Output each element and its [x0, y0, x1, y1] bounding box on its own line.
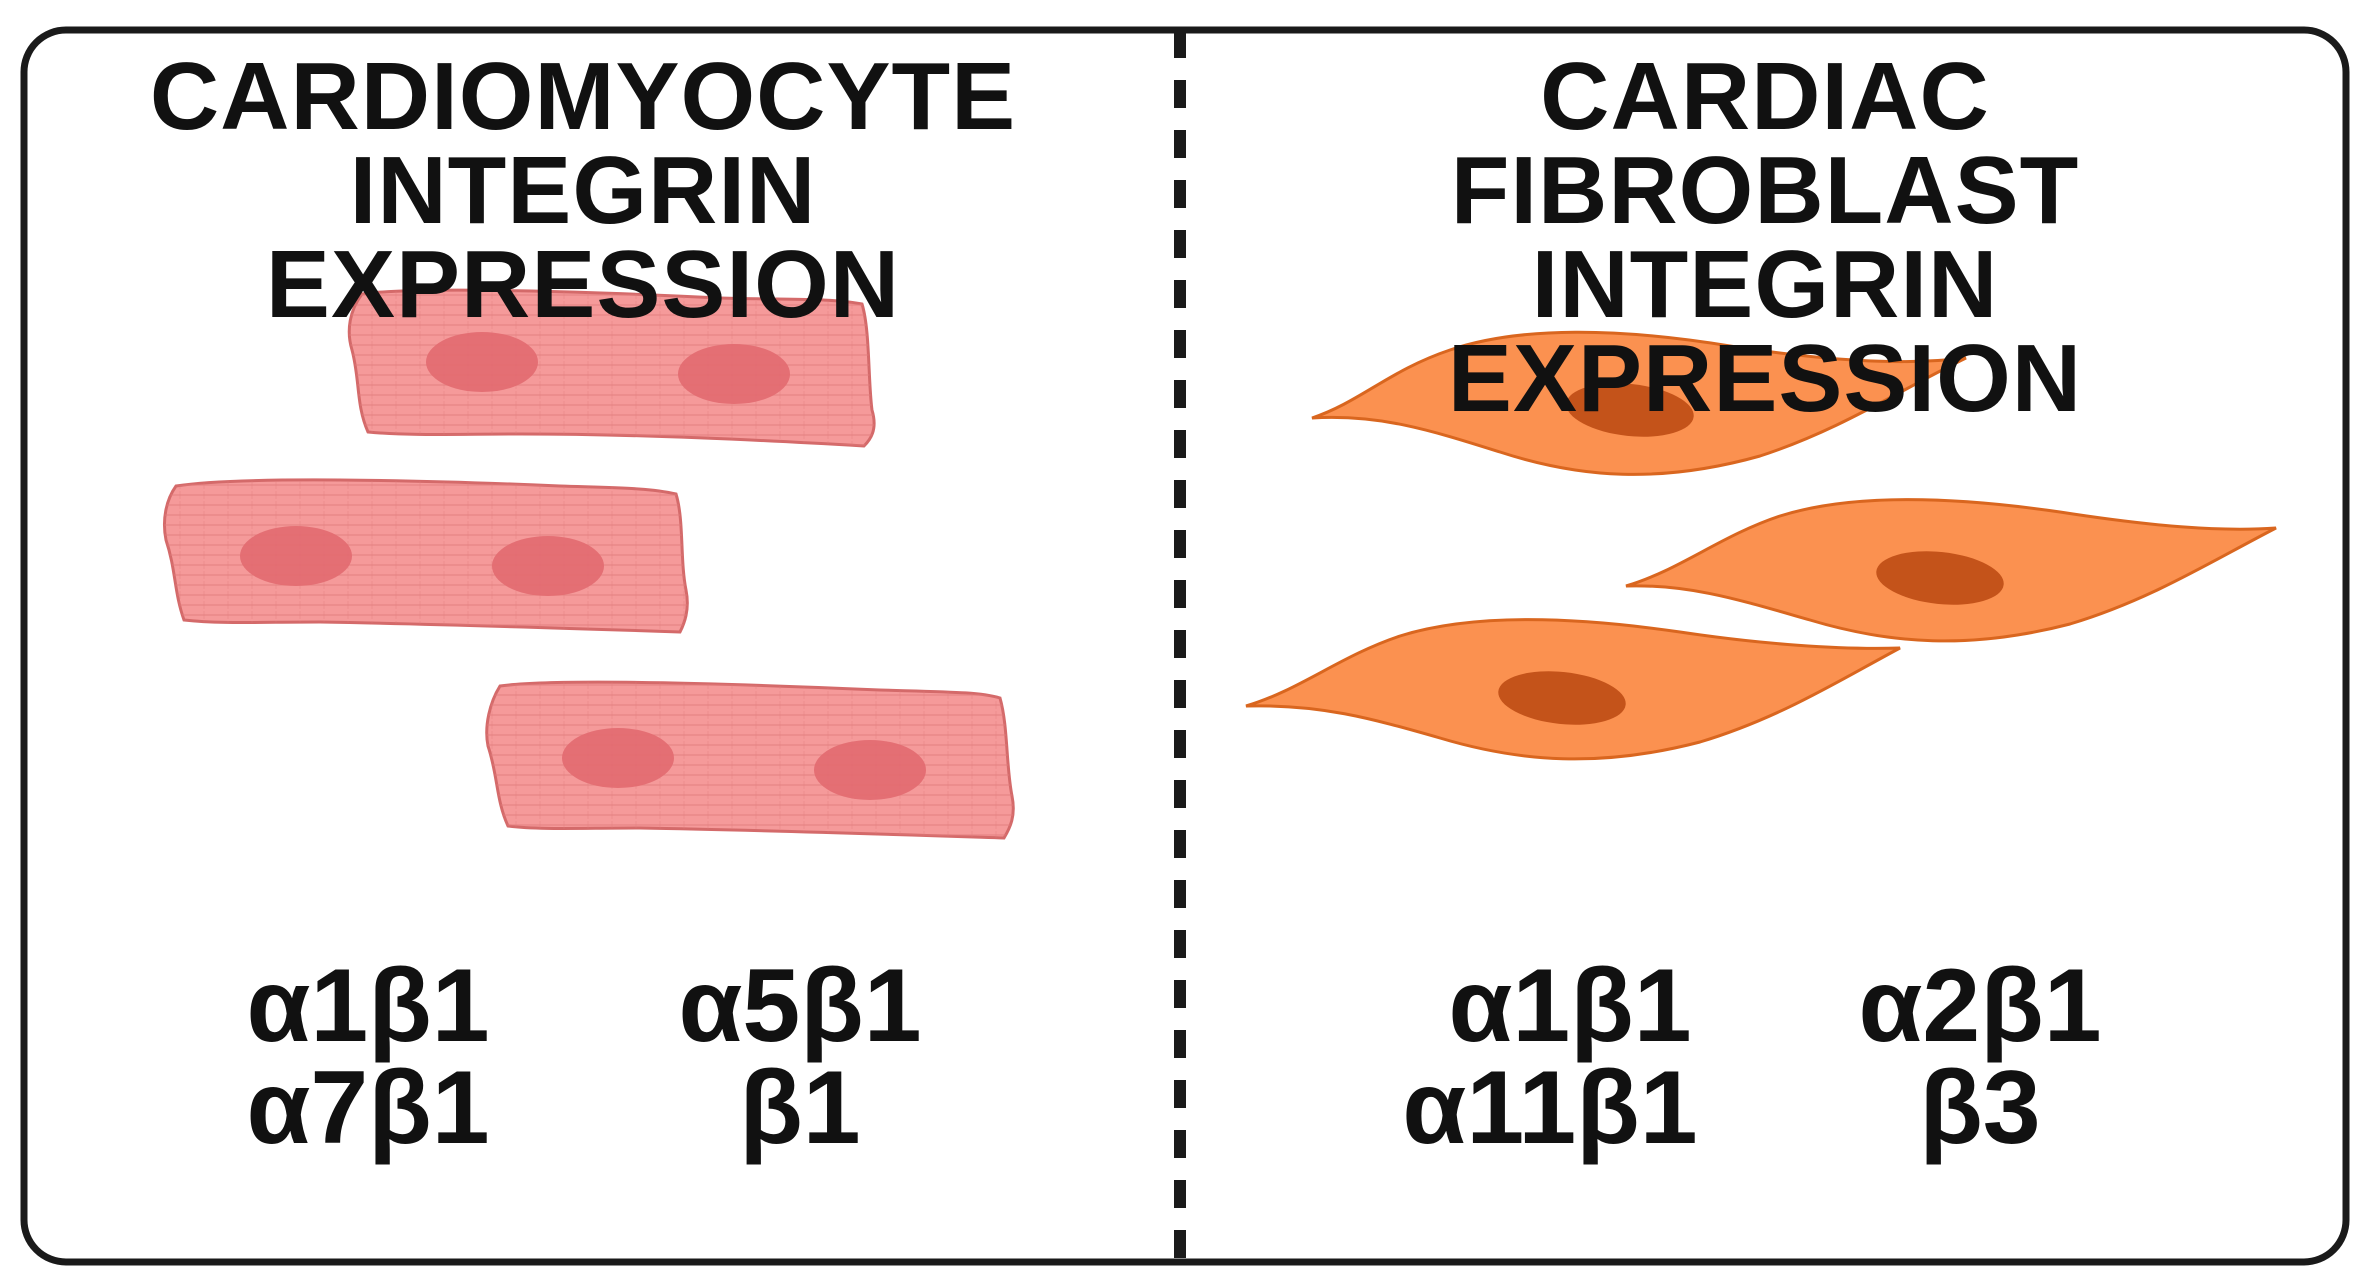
fibroblast-icon	[1311, 330, 1967, 476]
integrin-label: α7β1	[246, 1050, 490, 1166]
title-line: INTEGRIN EXPRESSION	[1447, 231, 2083, 432]
fibroblast-panel-title: CARDIAC FIBROBLAST INTEGRIN EXPRESSION	[1240, 43, 2290, 432]
cardiomyocyte-icon	[162, 478, 689, 634]
title-line: CARDIOMYOCYTE	[149, 43, 1017, 150]
fibroblast-icon	[1245, 618, 1901, 761]
fibroblast-icon	[1625, 498, 2277, 643]
integrin-label: α1β1	[246, 948, 490, 1064]
cardiomyocyte-icon	[347, 288, 876, 448]
integrin-label: β1	[739, 1050, 861, 1166]
integrin-label: α2β1	[1858, 948, 2102, 1064]
title-line: INTEGRIN EXPRESSION	[265, 137, 901, 338]
integrin-label: α1β1	[1448, 948, 1692, 1064]
title-line: CARDIAC FIBROBLAST	[1450, 43, 2080, 244]
cardiomyocyte-panel-title: CARDIOMYOCYTE INTEGRIN EXPRESSION	[58, 43, 1108, 338]
cardiomyocyte-icon	[485, 680, 1015, 840]
integrin-label: α5β1	[678, 948, 922, 1064]
integrin-label: α11β1	[1402, 1050, 1698, 1166]
integrin-label: β3	[1919, 1050, 2041, 1166]
